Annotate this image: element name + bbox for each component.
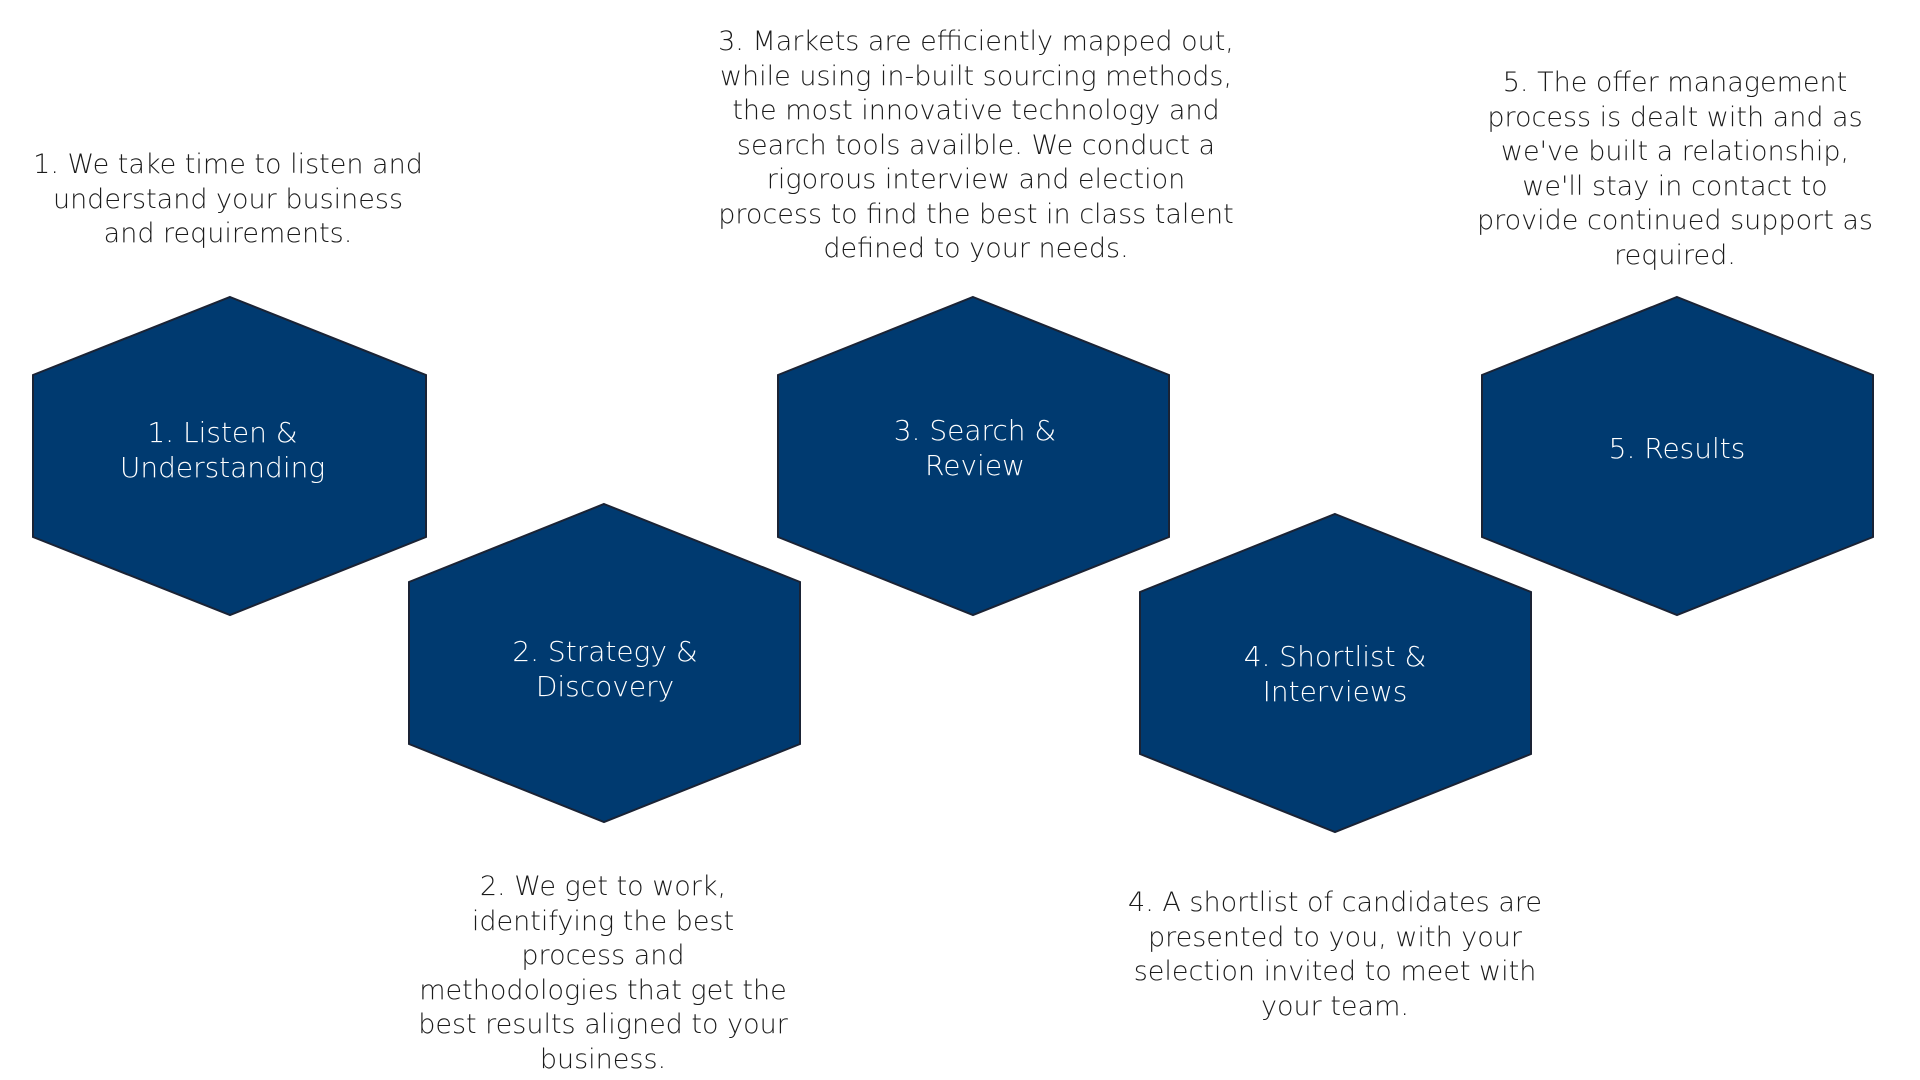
step-1-hexagon <box>32 295 427 617</box>
step-3-description: 3. Markets are efficiently mapped out, w… <box>718 26 1234 264</box>
step-5-label: 5. Results <box>1608 432 1746 465</box>
step-3-hexagon <box>777 295 1170 617</box>
step-2-description: 2. We get to work, identifying the best … <box>418 871 788 1075</box>
step-4-description: 4. A shortlist of candidates are present… <box>1128 887 1542 1022</box>
step-4-label: 4. Shortlist & Interviews <box>1243 640 1427 708</box>
step-1-description: 1. We take time to listen and understand… <box>33 149 423 249</box>
step-5-hexagon <box>1481 295 1874 617</box>
step-2-label: 2. Strategy & Discovery <box>512 635 698 703</box>
step-3-label: 3. Search & Review <box>893 414 1057 482</box>
step-5-description: 5. The offer management process is dealt… <box>1477 67 1873 271</box>
step-2-hexagon <box>408 502 801 824</box>
step-4-hexagon <box>1139 512 1532 834</box>
step-1-label: 1. Listen & Understanding <box>119 416 326 484</box>
